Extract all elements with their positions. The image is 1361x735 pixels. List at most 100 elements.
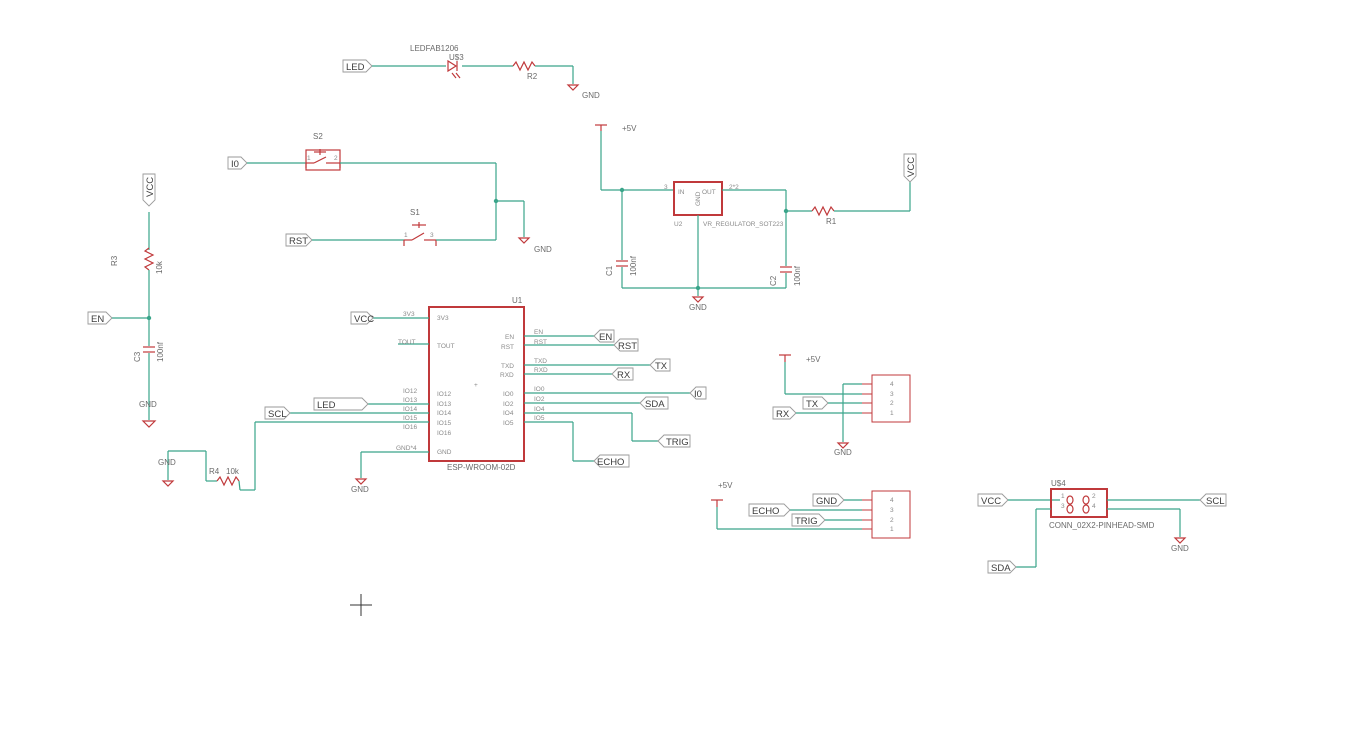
svg-text:ECHO: ECHO bbox=[752, 506, 779, 517]
svg-text:TXD: TXD bbox=[501, 363, 514, 370]
net-label-led-u1[interactable]: LED bbox=[313, 397, 369, 411]
gnd-symbol-r4 bbox=[161, 480, 175, 487]
svg-text:EN: EN bbox=[505, 334, 514, 341]
net-label-vcc-r3[interactable]: VCC bbox=[142, 173, 156, 207]
u1-left-pins: 3V3 TOUT IO12 IO13 IO14 IO15 IO16 GND*4 … bbox=[240, 311, 455, 491]
svg-text:3V3: 3V3 bbox=[403, 311, 415, 318]
net-label-rst-switch[interactable]: RST bbox=[285, 233, 313, 247]
net-label-rx-out[interactable]: RX bbox=[611, 367, 634, 381]
gnd-symbol-u1 bbox=[354, 478, 368, 485]
r3-value: 10k bbox=[155, 260, 164, 274]
s2-switch[interactable]: 1 2 bbox=[305, 149, 341, 171]
net-label-rst-out[interactable]: RST bbox=[613, 338, 639, 352]
svg-text:IO12: IO12 bbox=[403, 388, 417, 395]
net-label-scl-u1[interactable]: SCL bbox=[264, 406, 291, 420]
reg-pin-out: 2*2 bbox=[729, 184, 739, 191]
s1-ref: S1 bbox=[410, 208, 420, 217]
svg-text:3V3: 3V3 bbox=[437, 315, 449, 322]
net-label-io0-out[interactable]: I0 bbox=[689, 386, 707, 400]
svg-text:1: 1 bbox=[404, 232, 408, 239]
net-label-led-top[interactable]: LED bbox=[342, 59, 373, 73]
s1-switch[interactable]: 1 3 bbox=[403, 222, 437, 246]
c3-value: 100nf bbox=[156, 341, 165, 362]
r2-ref: R2 bbox=[527, 72, 538, 81]
reg-pin-in: 3 bbox=[664, 184, 668, 191]
r1-resistor[interactable] bbox=[811, 205, 835, 217]
net-label-sda-out[interactable]: SDA bbox=[639, 396, 669, 410]
svg-text:VCC: VCC bbox=[354, 314, 374, 325]
svg-text:EN: EN bbox=[599, 332, 612, 343]
net-label-en-out[interactable]: EN bbox=[593, 329, 615, 343]
net-label-vcc-u1[interactable]: VCC bbox=[350, 311, 374, 325]
svg-text:3: 3 bbox=[430, 232, 434, 239]
gnd-symbol-conn1 bbox=[836, 442, 850, 449]
net-label-echo-conn2[interactable]: ECHO bbox=[748, 503, 791, 517]
svg-text:IO2: IO2 bbox=[534, 396, 545, 403]
c2-capacitor[interactable] bbox=[780, 266, 792, 273]
led-circuit: LED LEDFAB1206 U$3 R2 GND bbox=[342, 44, 600, 100]
net-label-trig-out[interactable]: TRIG bbox=[657, 434, 691, 448]
serial-connector: +5V GND TX RX 4 3 2 1 bbox=[772, 354, 911, 457]
regulator-circuit: +5V C1 100nf IN OUT GND 3 2*2 U2 VR_REGU… bbox=[595, 124, 917, 312]
r2-resistor[interactable] bbox=[512, 60, 536, 72]
reg-part-name: VR_REGULATOR_SOT223 bbox=[703, 221, 784, 228]
svg-text:SCL: SCL bbox=[1206, 496, 1224, 507]
net-label-rx-conn[interactable]: RX bbox=[772, 406, 797, 420]
svg-text:1: 1 bbox=[890, 410, 894, 417]
svg-text:VCC: VCC bbox=[981, 496, 1001, 507]
net-label-tx-out[interactable]: TX bbox=[649, 358, 671, 372]
conn1-body[interactable]: 4 3 2 1 bbox=[862, 374, 911, 423]
svg-text:SDA: SDA bbox=[991, 563, 1011, 574]
svg-text:IO14: IO14 bbox=[403, 406, 417, 413]
gnd-label-u4: GND bbox=[1171, 544, 1189, 553]
svg-text:IO16: IO16 bbox=[437, 430, 451, 437]
ultrasonic-connector: +5V GND ECHO TRIG 4 3 2 1 bbox=[711, 481, 911, 539]
net-label-en-left[interactable]: EN bbox=[87, 311, 113, 325]
svg-text:IO16: IO16 bbox=[403, 424, 417, 431]
r3-resistor[interactable] bbox=[143, 247, 155, 271]
net-label-scl-u4[interactable]: SCL bbox=[1199, 493, 1227, 507]
net-label-io0-switch[interactable]: I0 bbox=[227, 156, 248, 170]
crosshair-cursor-icon bbox=[350, 594, 372, 616]
net-label-vcc-r1[interactable]: VCC bbox=[903, 153, 917, 183]
net-label-sda-u4[interactable]: SDA bbox=[987, 560, 1017, 574]
net-label-tx-conn[interactable]: TX bbox=[802, 396, 829, 410]
c3-capacitor[interactable] bbox=[143, 346, 155, 353]
u4-ref: U$4 bbox=[1051, 479, 1066, 488]
plus5v-label-conn1: +5V bbox=[806, 355, 821, 364]
svg-text:RST: RST bbox=[501, 344, 514, 351]
voltage-regulator[interactable]: IN OUT GND bbox=[673, 181, 723, 216]
led-symbol[interactable] bbox=[447, 59, 461, 79]
net-label-echo-out[interactable]: ECHO bbox=[593, 454, 630, 468]
u4-body[interactable]: 1 2 3 4 bbox=[1050, 488, 1108, 518]
u1-body[interactable] bbox=[428, 306, 525, 462]
svg-text:IO4: IO4 bbox=[503, 410, 514, 417]
c1-value: 100nf bbox=[629, 255, 638, 276]
svg-text:IO0: IO0 bbox=[534, 386, 545, 393]
svg-text:2: 2 bbox=[890, 400, 894, 407]
r4-value: 10k bbox=[226, 467, 240, 476]
r3-ref: R3 bbox=[110, 255, 119, 266]
net-label-trig-conn2[interactable]: TRIG bbox=[791, 513, 826, 527]
svg-text:EN: EN bbox=[534, 329, 543, 336]
c1-capacitor[interactable] bbox=[616, 260, 628, 267]
conn2-body[interactable]: 4 3 2 1 bbox=[862, 490, 911, 539]
svg-text:1: 1 bbox=[307, 155, 311, 162]
net-label-vcc-u4[interactable]: VCC bbox=[977, 493, 1009, 507]
svg-text:TRIG: TRIG bbox=[795, 516, 818, 527]
svg-text:IO2: IO2 bbox=[503, 401, 514, 408]
gnd-label-conn1: GND bbox=[834, 448, 852, 457]
svg-text:TX: TX bbox=[806, 399, 819, 410]
led-part-name: LEDFAB1206 bbox=[410, 44, 459, 53]
net-label-gnd-conn2[interactable]: GND bbox=[812, 493, 845, 507]
svg-text:1: 1 bbox=[890, 526, 894, 533]
switch-circuit: I0 1 2 S2 GND RST bbox=[227, 132, 552, 254]
r4-resistor[interactable] bbox=[216, 475, 240, 487]
svg-text:I0: I0 bbox=[231, 159, 239, 170]
svg-text:IO13: IO13 bbox=[403, 397, 417, 404]
svg-text:IO15: IO15 bbox=[437, 420, 451, 427]
u4-part-name: CONN_02X2-PINHEAD-SMD bbox=[1049, 521, 1155, 530]
svg-text:EN: EN bbox=[91, 314, 104, 325]
svg-text:IO15: IO15 bbox=[403, 415, 417, 422]
